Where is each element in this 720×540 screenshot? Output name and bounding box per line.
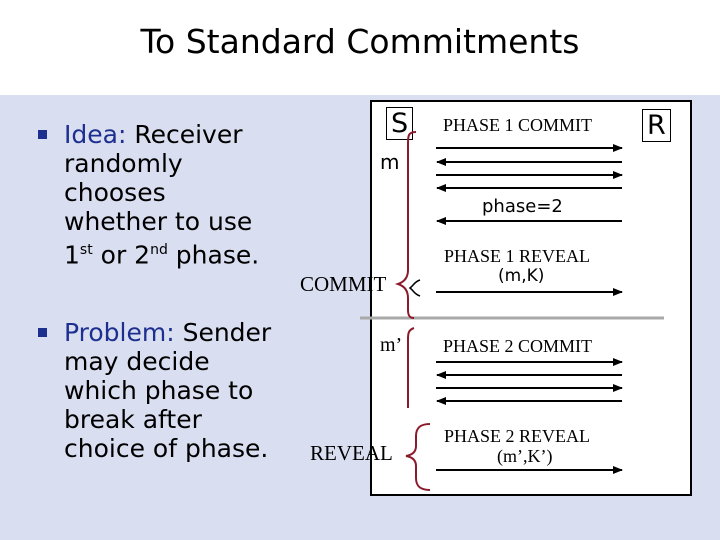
- bullet-idea-lead: Idea:: [64, 120, 127, 149]
- commit-label: COMMIT: [300, 272, 387, 296]
- phase-eq-label: phase=2: [482, 196, 563, 217]
- reveal-brace-upper: [407, 327, 415, 408]
- bullet-problem-line5: choice of phase.: [64, 434, 269, 463]
- bullet-idea-line1: Receiver: [126, 120, 243, 149]
- bullet-square-icon: [38, 328, 47, 337]
- bullet-idea-line5-c: phase.: [167, 240, 260, 270]
- bullet-idea-line4: whether to use: [64, 207, 253, 236]
- phase1-reveal-args: (m,K): [498, 266, 545, 286]
- slide-header: To Standard Commitments: [0, 0, 720, 95]
- message-m-prime-label: m’: [380, 334, 403, 356]
- receiver-label: R: [642, 109, 671, 142]
- phase2-reveal-args: (m’,K’): [497, 446, 553, 466]
- slide-title: To Standard Commitments: [140, 22, 580, 61]
- receiver-label-text: R: [642, 109, 671, 142]
- reveal-label: REVEAL: [310, 441, 393, 465]
- sender-label-text: S: [386, 107, 414, 140]
- protocol-diagram-box: [370, 100, 692, 496]
- bullet-idea: Idea: Receiver randomly chooses whether …: [38, 120, 259, 269]
- bullet-idea-line5-a: 1: [64, 240, 80, 270]
- bullet-idea-line2: randomly: [64, 149, 183, 178]
- reveal1-brace: [408, 279, 421, 297]
- bullet-idea-sup1: st: [79, 242, 93, 258]
- phase1-commit-label: PHASE 1 COMMIT: [443, 115, 593, 135]
- bullet-idea-sup2: nd: [150, 242, 168, 258]
- phase2-reveal-label: PHASE 2 REVEAL: [444, 426, 591, 446]
- phase2-commit-label: PHASE 2 COMMIT: [443, 336, 593, 356]
- bullet-problem-line4: break after: [64, 405, 202, 434]
- bullet-problem: Problem: Sender may decide which phase t…: [38, 318, 271, 463]
- bullet-problem-line1: Sender: [174, 318, 272, 347]
- bullet-idea-line5-b: or 2: [92, 240, 151, 270]
- bullet-problem-line2: may decide: [64, 347, 210, 376]
- bullet-idea-line5: 1st or 2nd phase.: [64, 236, 259, 269]
- bullet-idea-line3: chooses: [64, 178, 166, 207]
- bullet-problem-lead: Problem:: [64, 318, 175, 347]
- sender-label: S: [386, 107, 414, 140]
- bullet-problem-line3: which phase to: [64, 376, 254, 405]
- message-m-label: m: [380, 150, 400, 174]
- phase1-reveal-label: PHASE 1 REVEAL: [444, 246, 591, 266]
- bullet-square-icon: [38, 130, 47, 139]
- commit-brace: [394, 131, 417, 319]
- reveal-brace-lower: [405, 423, 431, 491]
